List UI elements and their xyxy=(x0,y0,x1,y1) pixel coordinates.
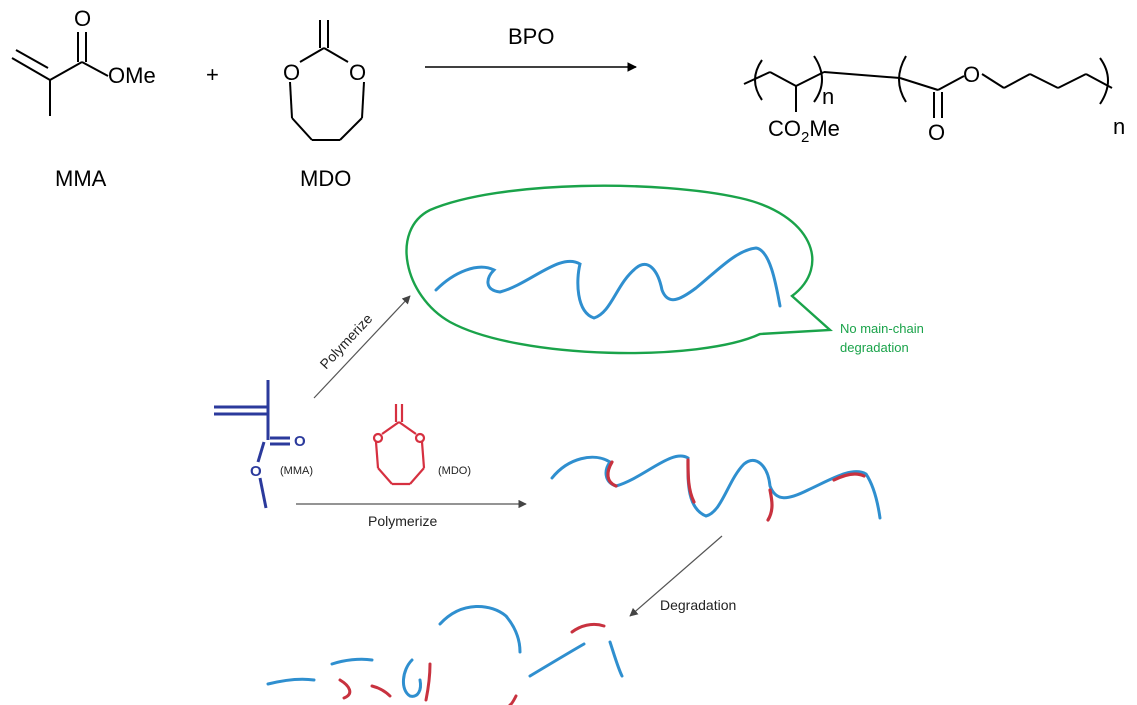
fragment-8 xyxy=(508,694,518,705)
fragment-5 xyxy=(402,658,422,698)
degraded-fragments xyxy=(266,605,624,705)
fragment-2 xyxy=(330,657,374,666)
note-line-2: degradation xyxy=(840,340,909,355)
note-line-1: No main-chain xyxy=(840,321,924,336)
fragment-4 xyxy=(370,684,392,698)
fragment-10 xyxy=(570,622,606,634)
catalyst-label: BPO xyxy=(508,24,554,49)
fragment-9 xyxy=(528,642,586,678)
label-mdo-small: (MDO) xyxy=(438,465,471,477)
mma-ome-label: OMe xyxy=(108,63,156,88)
product-structure xyxy=(743,55,1113,118)
degradation-arrow xyxy=(629,535,723,617)
mma-small-ester-o: O xyxy=(250,463,262,480)
mma-small-structure xyxy=(214,380,290,509)
copolymer-chain xyxy=(550,454,882,520)
copolymer-red-segment-2 xyxy=(686,458,696,504)
polymerize-arrow-top xyxy=(313,295,411,399)
mma-structure xyxy=(11,32,109,116)
co2me-suffix: Me xyxy=(809,116,840,141)
polymerize-label-bottom: Polymerize xyxy=(368,513,437,529)
fragment-11 xyxy=(608,640,624,678)
co2me-prefix: CO xyxy=(768,116,801,141)
product-co2me-label: CO2Me xyxy=(768,116,840,146)
co2me-subscript: 2 xyxy=(801,129,809,146)
fragment-1 xyxy=(266,677,316,686)
copolymer-red-segment-4 xyxy=(832,472,866,482)
label-mma-small: (MMA) xyxy=(280,465,313,477)
homopolymer-chain xyxy=(434,246,782,320)
label-mma: MMA xyxy=(55,166,107,191)
degradation-label: Degradation xyxy=(660,597,736,613)
label-mdo: MDO xyxy=(300,166,351,191)
fragment-3 xyxy=(338,678,352,700)
copolymer-red-segment-1 xyxy=(606,460,618,488)
mdo-oxygen-left: O xyxy=(283,60,300,85)
mma-small-carbonyl-o: O xyxy=(294,433,306,450)
copolymer-red-segment-3 xyxy=(766,488,774,522)
product-subscript-n2: n xyxy=(1113,114,1125,139)
fragment-6 xyxy=(424,662,432,702)
mma-carbonyl-oxygen: O xyxy=(74,6,91,31)
fragment-7 xyxy=(438,605,522,654)
product-carbonyl-oxygen: O xyxy=(928,120,945,145)
product-chain-oxygen: O xyxy=(963,62,980,87)
product-subscript-n1: n xyxy=(822,84,834,109)
plus-sign: + xyxy=(206,62,219,87)
mdo-structure xyxy=(289,20,365,141)
mdo-oxygen-right: O xyxy=(349,60,366,85)
mdo-small-structure xyxy=(372,404,426,486)
speech-bubble xyxy=(405,184,833,355)
